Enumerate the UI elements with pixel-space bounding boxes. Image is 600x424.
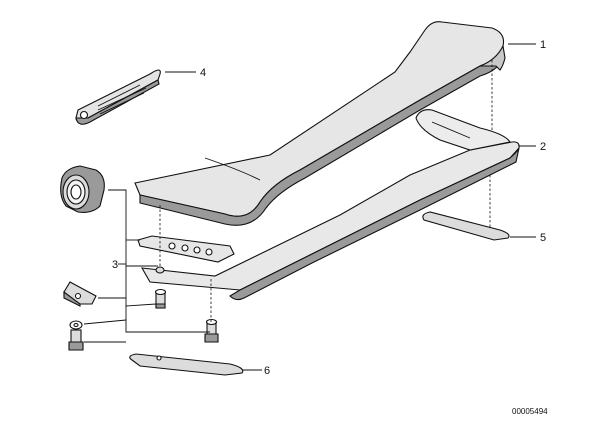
part-1-upper-spoiler-wing	[134, 21, 506, 226]
diagram-part-number: 00005494	[512, 407, 548, 416]
callout-4: 4	[200, 67, 206, 79]
callout-6: 6	[264, 365, 270, 377]
leader-lines	[83, 43, 536, 371]
part-5-gasket-strip-right	[422, 211, 510, 241]
callout-5: 5	[540, 232, 546, 244]
callout-3: 3	[112, 259, 118, 271]
part-4-emblem-plate	[75, 69, 161, 125]
hex-bolt-lower-left	[68, 329, 84, 351]
rubber-grommet	[60, 165, 105, 213]
mounting-bracket	[137, 235, 235, 263]
hex-bolt-upper	[154, 288, 167, 309]
callout-2: 2	[540, 141, 546, 153]
clip-bracket	[63, 281, 97, 307]
callouts: 1 2 3 4 5 6	[112, 39, 546, 377]
assembly-lines	[159, 60, 493, 322]
callout-1: 1	[540, 39, 546, 51]
retaining-cap	[155, 266, 165, 274]
part-3-mounting-hardware	[60, 165, 235, 351]
part-2-lower-spoiler-base	[140, 109, 520, 301]
part-6-gasket-strip-bottom	[129, 353, 244, 376]
hex-bolt-lower-right	[204, 318, 219, 343]
